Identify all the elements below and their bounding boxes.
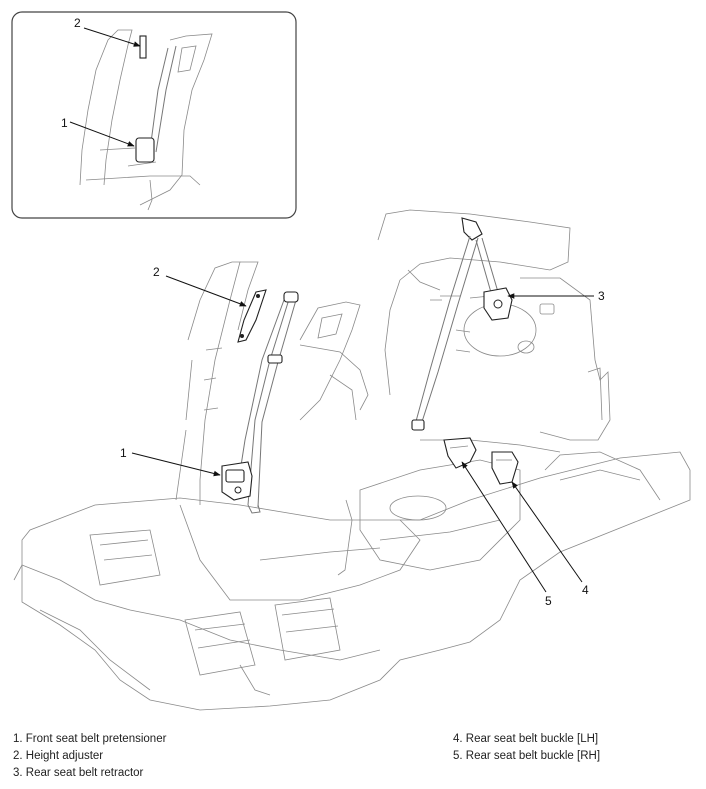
- inset-detail: 2 1: [11, 11, 297, 219]
- callout-2: 2: [153, 265, 160, 279]
- callout-5: 5: [545, 594, 552, 608]
- callout-4: 4: [582, 583, 589, 597]
- inset-callout-1: 1: [61, 116, 68, 130]
- height-adjuster: [237, 289, 267, 343]
- inset-callout-2: 2: [74, 16, 81, 30]
- inset-pretensioner-shape: [135, 137, 155, 163]
- legend-item: 4. Rear seat belt buckle [LH]: [453, 733, 599, 745]
- rear-seat-belt-assembly: [411, 217, 513, 431]
- callout-3: 3: [598, 289, 605, 303]
- legend-item: 2. Height adjuster: [13, 750, 104, 762]
- inset-height-adjuster-shape: [139, 35, 147, 59]
- vehicle-body-outline: [13, 209, 691, 711]
- legend-left: 1. Front seat belt pretensioner 2. Heigh…: [13, 731, 166, 782]
- legend-item: 3. Rear seat belt retractor: [13, 767, 144, 779]
- legend-right: 4. Rear seat belt buckle [LH] 5. Rear se…: [453, 731, 600, 765]
- inset-frame: [11, 11, 297, 219]
- rear-seat-belt-retractor-shape: [483, 287, 513, 321]
- front-seat-belt-pretensioner: [221, 461, 253, 501]
- rear-seat-belt-buckles: [443, 437, 519, 485]
- leader-lines: [131, 275, 594, 593]
- legend-item: 1. Front seat belt pretensioner: [13, 733, 167, 745]
- legend-item: 5. Rear seat belt buckle [RH]: [453, 750, 601, 762]
- callout-1: 1: [120, 446, 127, 460]
